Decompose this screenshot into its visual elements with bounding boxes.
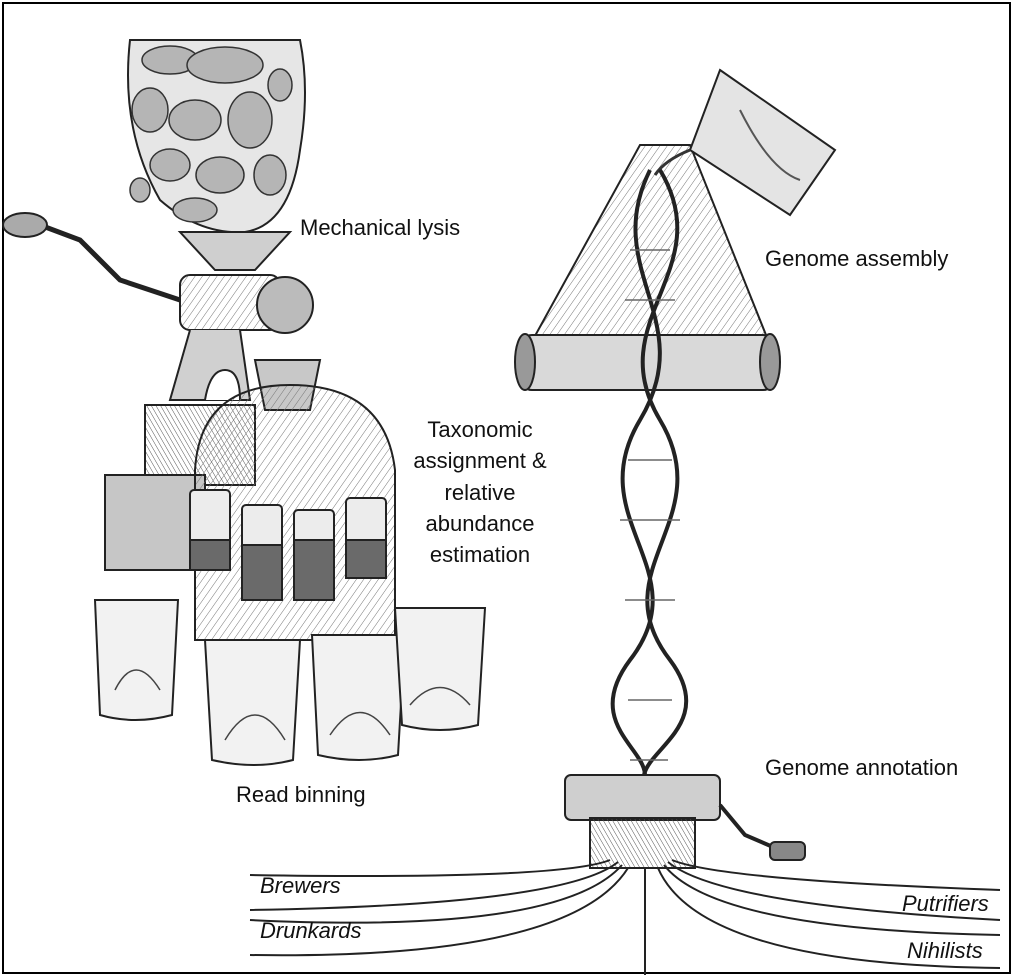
pouring-beaker — [653, 68, 837, 217]
label-mechanical-lysis: Mechanical lysis — [300, 215, 461, 240]
label-taxonomic-line1: Taxonomic — [427, 417, 533, 442]
ribbon-label-putrifiers: Putrifiers — [902, 891, 989, 916]
label-genome-assembly: Genome assembly — [765, 246, 949, 271]
label-genome-annotation: Genome annotation — [765, 755, 959, 780]
ribbon-label-nihilists: Nihilists — [907, 938, 983, 963]
ribbon-label-drunkards: Drunkards — [260, 918, 362, 943]
ribbon-label-brewers: Brewers — [260, 873, 341, 898]
label-taxonomic-assignment: Taxonomic assignment & relative abundanc… — [410, 417, 550, 567]
dna-helix — [610, 168, 689, 802]
output-ribbons — [249, 859, 1001, 975]
label-taxonomic-line3: relative — [444, 479, 516, 505]
label-taxonomic-line4: abundance — [425, 510, 535, 536]
annotation-machine — [564, 774, 806, 869]
label-read-binning: Read binning — [236, 782, 366, 807]
sequencer-tubes — [189, 489, 387, 601]
binning-apparatus — [104, 383, 396, 641]
lysis-grinder — [2, 39, 322, 411]
microbe-blobs — [129, 45, 293, 223]
label-taxonomic-line5: estimation — [429, 542, 531, 568]
beakers — [93, 599, 487, 766]
assembly-conveyor — [514, 144, 781, 391]
label-taxonomic-line2: assignment & — [413, 448, 547, 474]
